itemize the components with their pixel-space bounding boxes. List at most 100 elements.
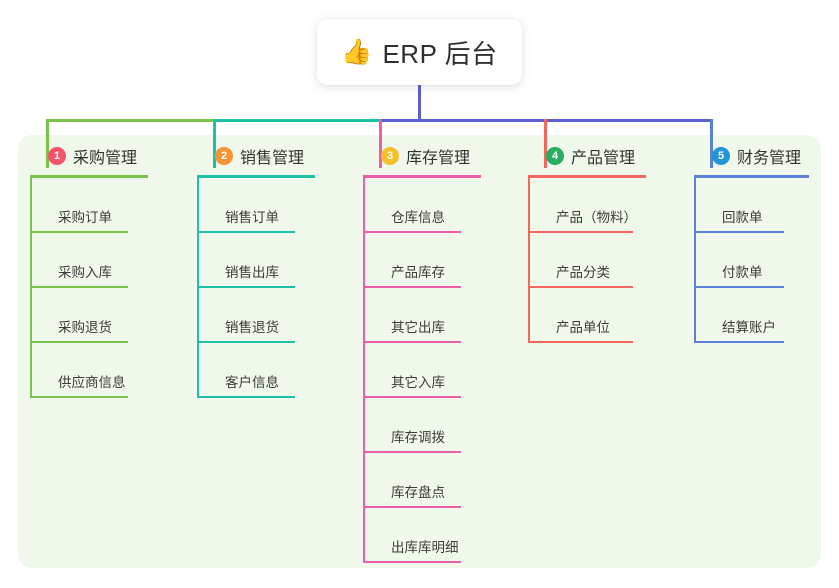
leaf-item-label: 采购订单 [58,210,112,225]
leaf-item[interactable]: 客户信息 [197,343,357,398]
column-spine-2 [197,178,199,398]
column-title-5: 财务管理 [737,150,802,167]
root-node[interactable]: 👍 ERP 后台 [317,19,522,85]
leaf-item-rule [694,231,784,233]
leaf-item[interactable]: 采购退货 [30,288,190,343]
leaf-item-label: 产品单位 [556,320,610,335]
leaf-item-rule [528,286,633,288]
leaf-item[interactable]: 销售退货 [197,288,357,343]
column-title-2: 销售管理 [240,150,305,167]
column-3: 3 库存管理仓库信息产品库存其它出库其它入库库存调拨库存盘点出库库明细 [363,143,523,563]
column-rule-5 [694,175,809,178]
leaf-item-label: 仓库信息 [391,210,445,225]
column-rule-1 [30,175,148,178]
column-spine-5 [694,178,696,343]
column-spine-1 [30,178,32,398]
leaf-item-label: 采购入库 [58,265,112,280]
leaf-item-rule [363,506,461,508]
leaf-item[interactable]: 其它入库 [363,343,523,398]
leaf-item-rule [197,286,295,288]
leaf-item[interactable]: 出库库明细 [363,508,523,563]
column-header-5[interactable]: 5 财务管理 [694,143,839,169]
column-badge-5: 5 [712,147,730,165]
leaf-item-label: 销售订单 [225,210,279,225]
leaf-item-rule [363,341,461,343]
leaf-item[interactable]: 采购入库 [30,233,190,288]
column-1: 1 采购管理采购订单采购入库采购退货供应商信息 [30,143,190,398]
leaf-item-rule [694,341,784,343]
leaf-item-label: 付款单 [722,265,763,280]
leaf-item-rule [197,231,295,233]
leaf-item-label: 其它出库 [391,320,445,335]
column-drop-line-3 [379,119,382,168]
root-trunk-line [418,85,421,122]
leaf-item-label: 产品（物料） [556,210,637,225]
leaf-item-rule [30,286,128,288]
leaf-item[interactable]: 库存盘点 [363,453,523,508]
column-badge-1: 1 [48,147,66,165]
leaf-item-label: 回款单 [722,210,763,225]
leaf-item-label: 其它入库 [391,375,445,390]
leaf-item[interactable]: 产品单位 [528,288,688,343]
column-spine-4 [528,178,530,343]
column-items-3: 仓库信息产品库存其它出库其它入库库存调拨库存盘点出库库明细 [363,178,523,563]
column-items-4: 产品（物料） 产品分类产品单位 [528,178,688,343]
leaf-item-label: 产品库存 [391,265,445,280]
leaf-item-rule [30,396,128,398]
leaf-item-label: 销售出库 [225,265,279,280]
leaf-item[interactable]: 库存调拨 [363,398,523,453]
leaf-item-rule [30,341,128,343]
column-header-2[interactable]: 2 销售管理 [197,143,357,169]
leaf-item[interactable]: 结算账户 [694,288,839,343]
column-items-1: 采购订单采购入库采购退货供应商信息 [30,178,190,398]
leaf-item[interactable]: 付款单 [694,233,839,288]
leaf-item[interactable]: 销售出库 [197,233,357,288]
leaf-item-rule [363,231,461,233]
bus-segment-1 [46,119,213,122]
column-items-5: 回款单付款单结算账户 [694,178,839,343]
leaf-item-label: 产品分类 [556,265,610,280]
leaf-item-label: 库存调拨 [391,430,445,445]
column-drop-line-5 [710,119,713,168]
column-title-1: 采购管理 [73,150,138,167]
column-header-3[interactable]: 3 库存管理 [363,143,523,169]
leaf-item-rule [528,341,633,343]
leaf-item-label: 采购退货 [58,320,112,335]
column-badge-3: 3 [381,147,399,165]
thumbs-up-icon: 👍 [341,37,373,66]
column-title-4: 产品管理 [571,150,636,167]
leaf-item[interactable]: 采购订单 [30,178,190,233]
leaf-item-label: 出库库明细 [391,540,459,555]
leaf-item-rule [363,286,461,288]
leaf-item[interactable]: 产品库存 [363,233,523,288]
leaf-item[interactable]: 产品分类 [528,233,688,288]
column-badge-2: 2 [215,147,233,165]
leaf-item-rule [363,451,461,453]
leaf-item[interactable]: 仓库信息 [363,178,523,233]
column-items-2: 销售订单销售出库销售退货客户信息 [197,178,357,398]
leaf-item-label: 结算账户 [722,320,776,335]
column-header-1[interactable]: 1 采购管理 [30,143,190,169]
leaf-item-label: 供应商信息 [58,375,126,390]
leaf-item[interactable]: 其它出库 [363,288,523,343]
column-5: 5 财务管理回款单付款单结算账户 [694,143,839,343]
column-rule-3 [363,175,481,178]
column-rule-2 [197,175,315,178]
leaf-item[interactable]: 供应商信息 [30,343,190,398]
column-2: 2 销售管理销售订单销售出库销售退货客户信息 [197,143,357,398]
leaf-item-rule [197,341,295,343]
column-title-3: 库存管理 [406,150,471,167]
leaf-item-rule [30,231,128,233]
leaf-item[interactable]: 产品（物料） [528,178,688,233]
column-rule-4 [528,175,646,178]
leaf-item-rule [363,396,461,398]
leaf-item[interactable]: 回款单 [694,178,839,233]
column-drop-line-4 [544,119,547,168]
leaf-item-label: 库存盘点 [391,485,445,500]
bus-segment-2 [213,119,379,122]
leaf-item[interactable]: 销售订单 [197,178,357,233]
root-node-label: ERP 后台 [382,38,498,69]
leaf-item-rule [197,396,295,398]
